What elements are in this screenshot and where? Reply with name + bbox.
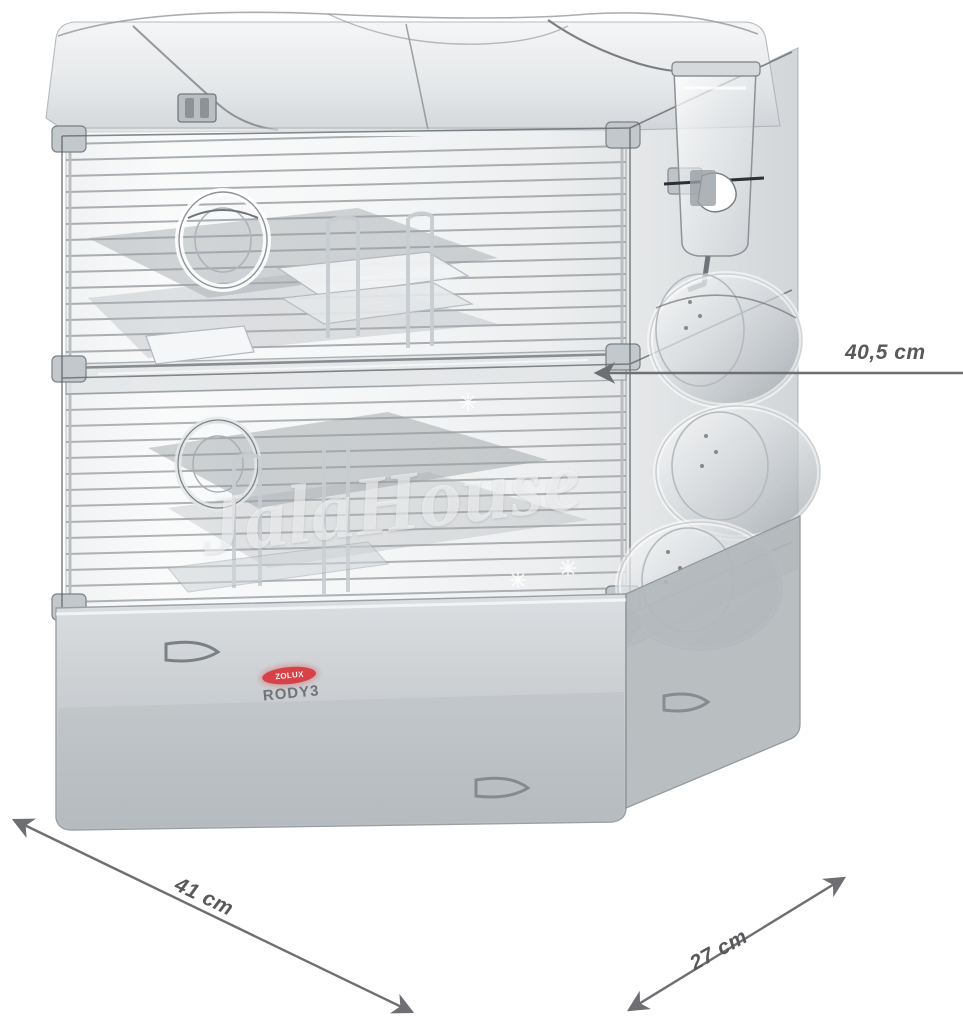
product-image-cage: ZOLUX RODY3: [28, 8, 838, 838]
dimension-arrow-width: [11, 818, 415, 1014]
dimension-arrow-depth: [626, 876, 847, 1012]
dimension-label-height: 40,5 cm: [845, 341, 926, 364]
